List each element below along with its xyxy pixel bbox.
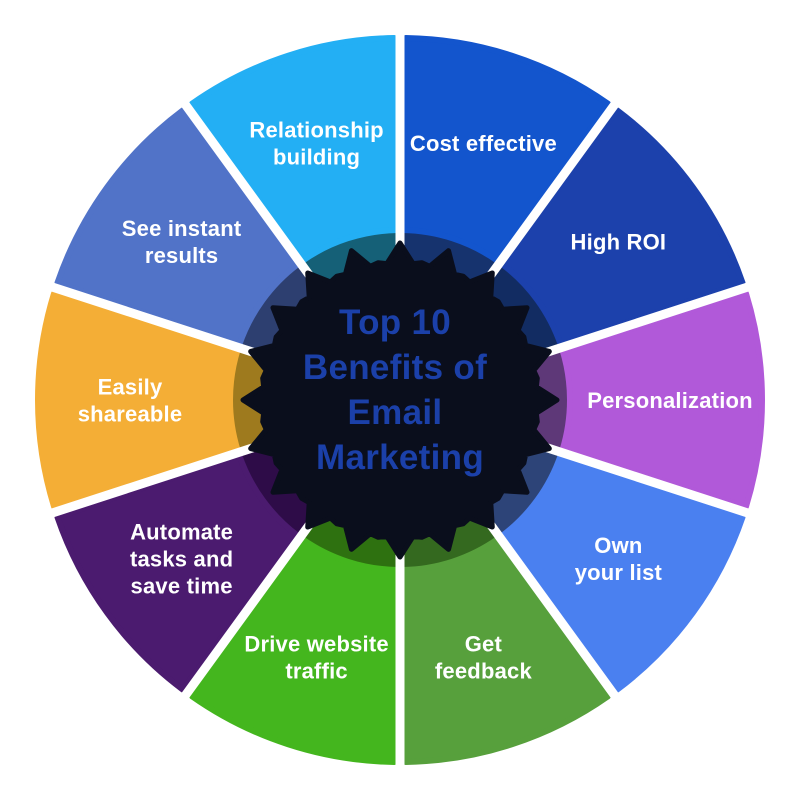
divider-layer (41, 24, 759, 776)
segment-label-personalization: Personalization (587, 388, 753, 413)
segment-label-line: Automate (130, 520, 233, 545)
segment-label-line: Cost effective (410, 131, 557, 156)
segment-label-cost-effective: Cost effective (410, 131, 557, 156)
segment-label-high-roi: High ROI (571, 229, 667, 254)
segment-personalization (559, 290, 766, 510)
segment-divider (41, 279, 288, 368)
segment-divider (175, 494, 334, 707)
segment-label-line: save time (131, 574, 233, 599)
center-title-line-2: Benefits of (303, 348, 487, 387)
segment-label-line: Easily (98, 375, 163, 400)
segment-divider (41, 432, 288, 521)
segment-relationship-building (188, 35, 401, 264)
segment-label-line: Relationship (249, 118, 383, 143)
segment-divider (466, 494, 625, 707)
segment-own-your-list (499, 452, 746, 693)
segment-automate-tasks (54, 452, 301, 693)
segment-label-line: Drive website (244, 631, 388, 656)
segment-label-line: building (273, 145, 360, 170)
center-title: Top 10 Benefits of Email Marketing (303, 303, 497, 477)
segment-drive-website-traffic (188, 536, 401, 765)
segment-label-line: Personalization (587, 388, 753, 413)
segment-divider (512, 279, 759, 368)
segment-high-roi (499, 107, 746, 348)
segment-label-line: shareable (78, 402, 183, 427)
segment-layer (34, 35, 766, 765)
segment-get-feedback (399, 536, 612, 765)
center-title-line-1: Top 10 (339, 303, 451, 342)
segment-divider (512, 432, 759, 521)
segment-label-line: Own (594, 533, 642, 558)
segment-label-line: High ROI (571, 229, 667, 254)
segment-cost-effective (399, 35, 612, 264)
center-gear-icon (240, 240, 560, 560)
segment-label-line: results (145, 243, 219, 268)
segment-see-instant-results (54, 107, 301, 348)
segment-easily-shareable (34, 290, 241, 510)
segment-label-line: tasks and (130, 547, 233, 572)
segment-label-line: Get (465, 631, 503, 656)
center-title-line-4: Marketing (316, 438, 484, 477)
segment-label-line: feedback (435, 658, 533, 683)
segment-label-line: traffic (285, 658, 348, 683)
segment-label-line: See instant (122, 216, 242, 241)
segment-divider (466, 93, 625, 306)
segment-label-line: your list (575, 560, 663, 585)
center-title-line-3: Email (348, 393, 443, 432)
segment-divider (175, 93, 334, 306)
